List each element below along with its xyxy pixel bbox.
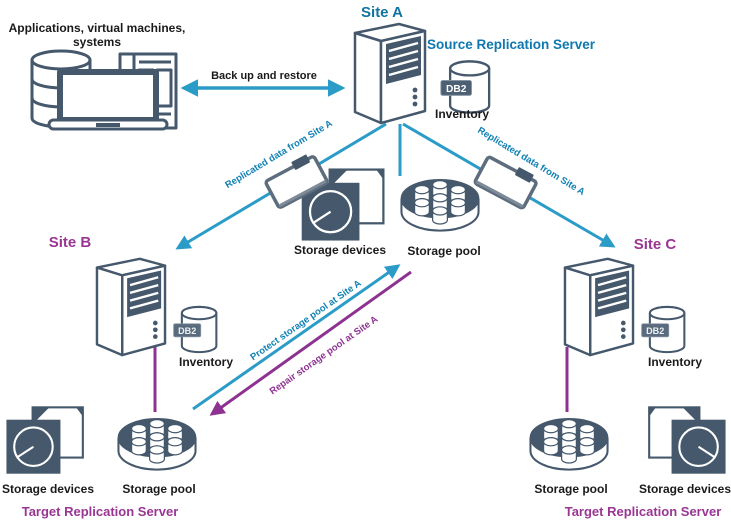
site-b-storage-devices-icon (6, 406, 84, 474)
center-storage-devices-icon (301, 168, 385, 241)
site-a-server-icon (353, 22, 427, 125)
site-c-storage-pool-label: Storage pool (534, 482, 608, 496)
db2-badge-label: DB2 (446, 84, 467, 95)
site-b-title: Site B (48, 234, 92, 251)
db2-badge-label: DB2 (646, 326, 664, 336)
site-c-storage-pool-icon (529, 417, 609, 471)
site-b-db2-database-icon: DB2 (173, 305, 218, 354)
site-b-target-replication-server-label: Target Replication Server (21, 504, 179, 519)
site-a-inventory-label: Inventory (434, 107, 489, 121)
protect-storage-pool-arrow (192, 264, 401, 411)
site-c-storage-devices-icon (648, 406, 726, 474)
site-b-storage-pool-label: Storage pool (122, 482, 196, 496)
site-c-storage-devices-label: Storage devices (638, 482, 731, 496)
source-replication-server-label: Source Replication Server (427, 37, 596, 52)
site-c-title: Site C (633, 236, 677, 253)
repair-storage-pool-arrow (209, 270, 412, 416)
center-storage-pool-label: Storage pool (407, 244, 481, 258)
site-c-inventory-label: Inventory (647, 355, 702, 369)
center-storage-pool-icon (400, 178, 480, 232)
laptop-screen-shape (57, 69, 159, 123)
tape-cartridge-right-icon (473, 155, 538, 210)
applications-vm-systems-icon (30, 49, 178, 131)
site-c-server-icon (563, 257, 635, 357)
tape-cartridge-left-icon (264, 154, 329, 209)
backup-restore-label: Back up and restore (211, 70, 317, 82)
site-b-storage-devices-label: Storage devices (1, 482, 95, 496)
site-a-db2-database-icon: DB2 (440, 60, 491, 114)
db2-badge-label: DB2 (178, 326, 196, 336)
site-c-db2-database-icon: DB2 (641, 305, 686, 354)
site-b-inventory-label: Inventory (178, 355, 233, 369)
site-a-title: Site A (361, 4, 403, 21)
site-b-server-icon (95, 257, 167, 357)
center-storage-devices-label: Storage devices (293, 243, 387, 257)
apps-vm-systems-label: Applications, virtual machines, systems (8, 21, 186, 50)
site-c-target-replication-server-label: Target Replication Server (564, 504, 722, 519)
site-b-storage-pool-icon (117, 417, 197, 471)
